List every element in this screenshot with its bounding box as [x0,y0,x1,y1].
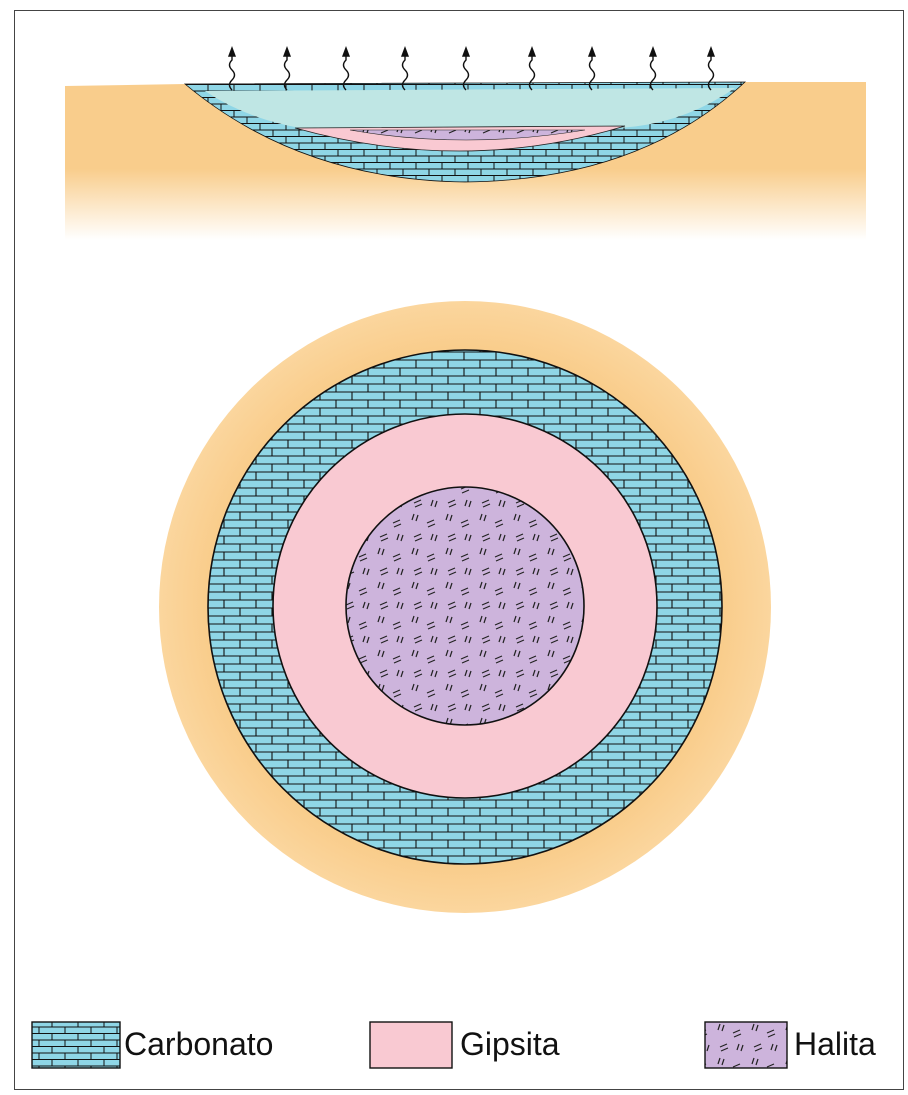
cross-section [65,48,866,240]
legend-swatch-halita [705,1022,787,1068]
halite-core [346,487,584,725]
legend-label-carbonato: Carbonato [124,1028,273,1060]
legend-label-halita: Halita [794,1028,876,1060]
plan-view [159,301,771,913]
legend-swatch-gipsita [370,1022,452,1068]
water-body [205,88,735,128]
legend-label-gipsita: Gipsita [460,1028,560,1060]
legend-swatch-carbonato [32,1022,120,1068]
